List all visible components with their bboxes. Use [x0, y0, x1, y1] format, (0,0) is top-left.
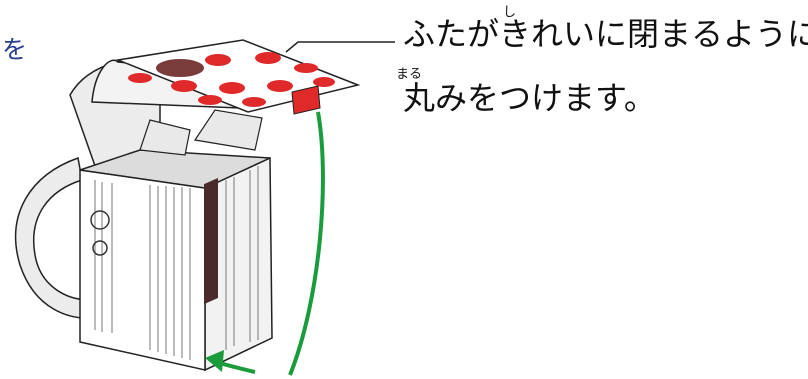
strawberry-icon: [219, 82, 245, 94]
caption-kanji-close: 閉: [627, 15, 660, 53]
lid-tab: [291, 85, 321, 115]
photo-area: [156, 59, 204, 77]
recycle-mark-icon: [92, 240, 108, 256]
box-front-face: [79, 169, 206, 371]
caption-line-1: し ふたがきれいに閉まるように: [403, 6, 808, 80]
furigana-maru: まる: [396, 67, 423, 82]
inner-tab-left: [139, 119, 191, 156]
box-open-top: [79, 149, 271, 189]
caption-text: まるように: [659, 15, 808, 53]
arrowhead-icon: [205, 350, 224, 372]
caption-kanji-round: 丸: [403, 79, 436, 117]
caption-line-2: まる 丸みをつけます。: [396, 68, 808, 144]
strawberry-icon: [255, 52, 281, 64]
strawberry-icon: [294, 63, 318, 73]
strawberry-icon: [171, 80, 197, 92]
strawberry-icon: [128, 73, 152, 83]
strawberry-icon: [198, 95, 222, 105]
caption-text: みをつけます。: [435, 79, 656, 117]
strawberry-icon: [313, 77, 335, 87]
furigana-shi: し: [503, 5, 517, 20]
green-arrow: [288, 111, 325, 376]
strawberry-icon: [242, 97, 266, 107]
dark-label-panel: [204, 177, 218, 305]
strawberry-icon: [205, 54, 231, 66]
caption-text: ふたがきれいに: [403, 15, 628, 53]
strawberry-icon: [267, 80, 293, 92]
inner-tab-right: [193, 109, 263, 151]
leading-text-fragment: を: [2, 35, 28, 64]
leader-line: [285, 41, 395, 53]
strawberry-pattern: [128, 52, 335, 107]
box-print-text: [94, 166, 259, 360]
recycle-mark-icon: [90, 210, 110, 230]
instruction-caption: し ふたがきれいに閉まるように まる 丸みをつけます。: [396, 6, 808, 144]
